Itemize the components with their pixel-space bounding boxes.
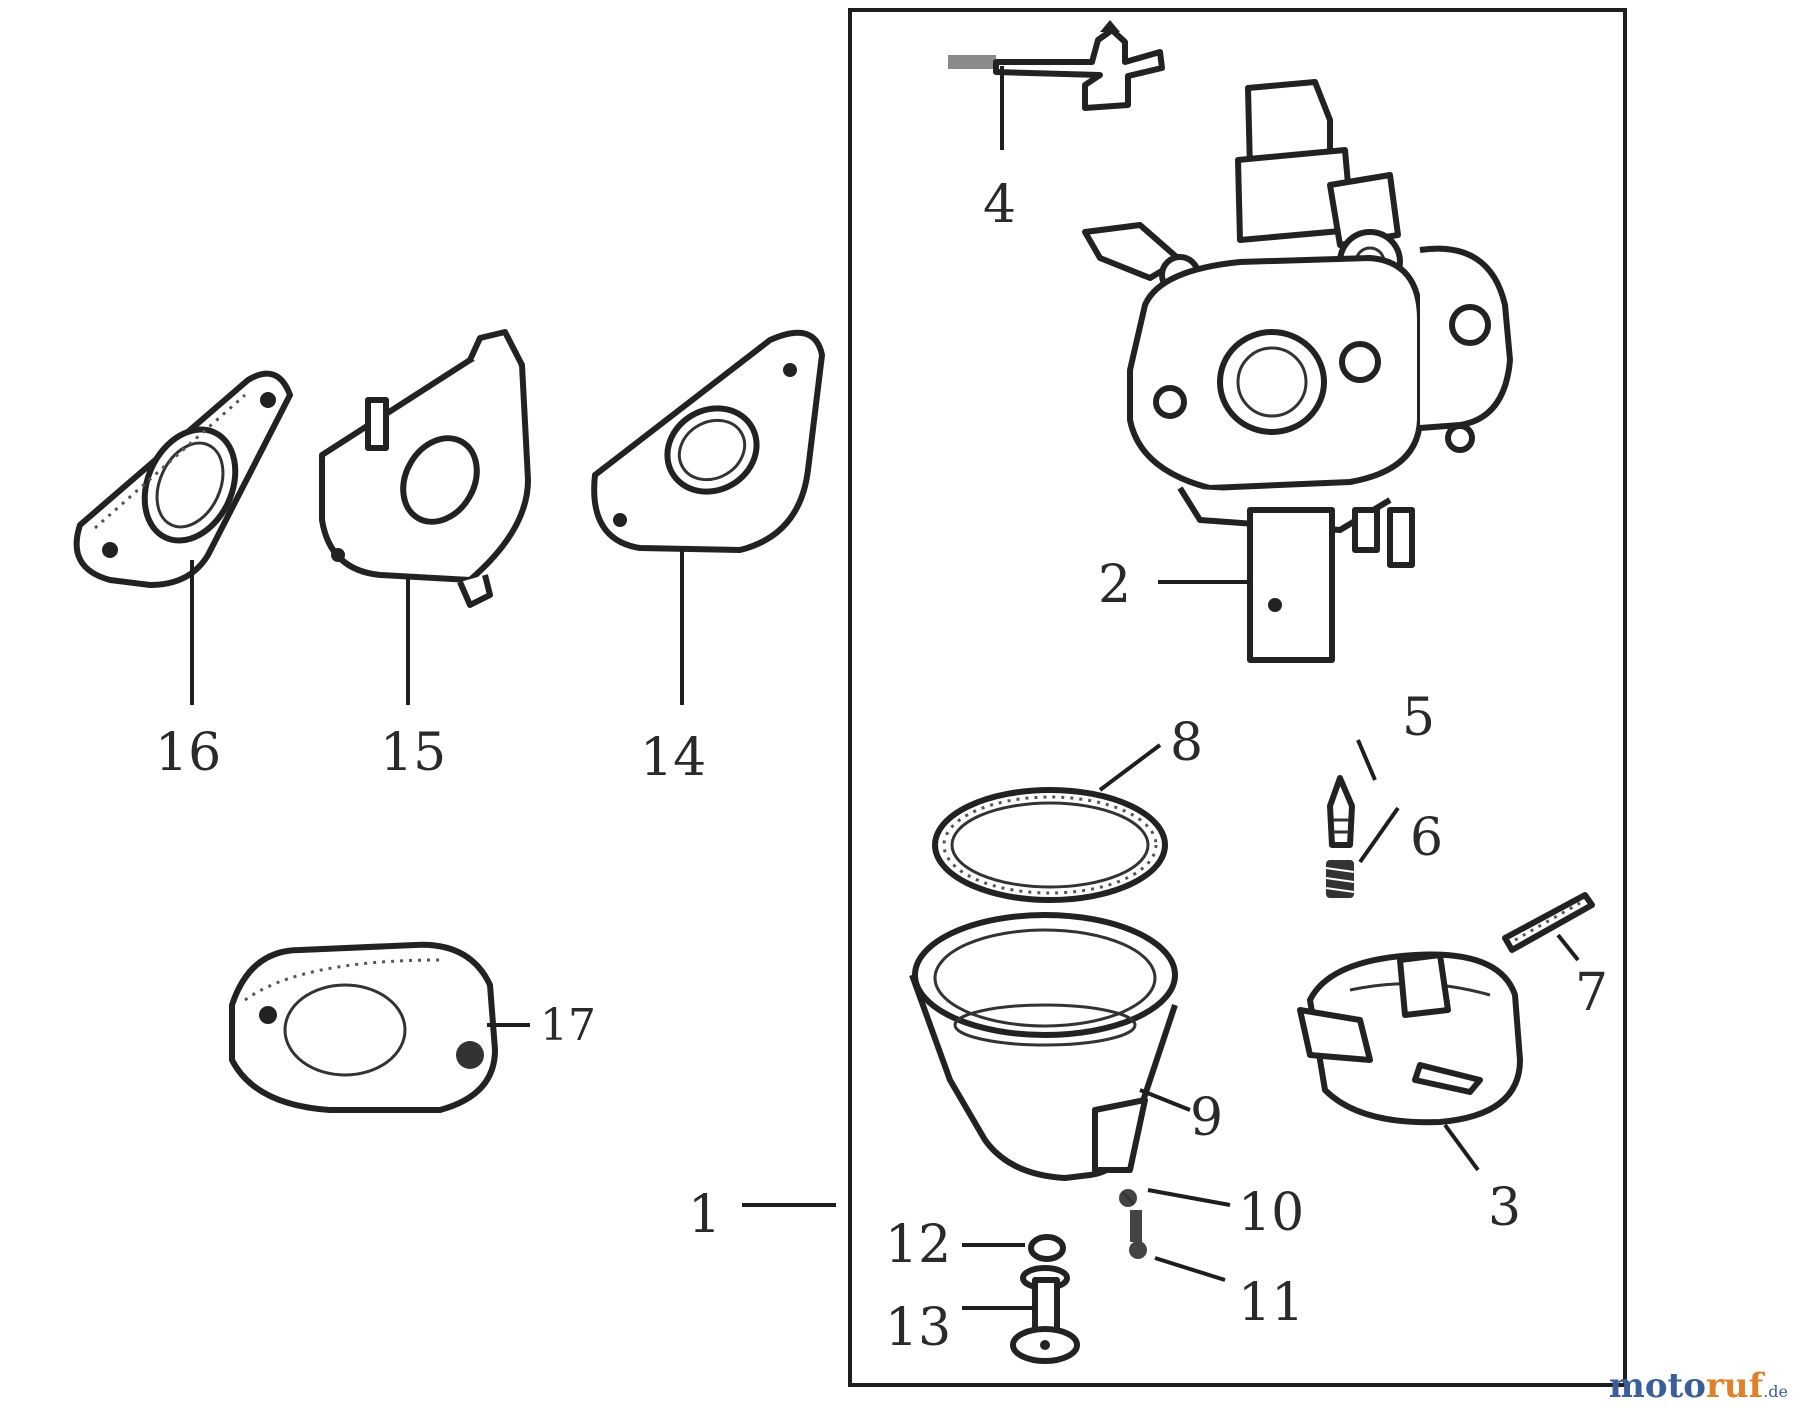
part-16-gasket (73, 370, 293, 588)
label-9: 9 (1190, 1088, 1223, 1148)
label-4: 4 (983, 175, 1016, 235)
watermark-tld: .de (1763, 1382, 1788, 1401)
part-12-washer (1028, 1234, 1066, 1262)
label-15: 15 (380, 723, 446, 783)
label-12: 12 (885, 1215, 951, 1275)
label-2: 2 (1098, 555, 1131, 615)
watermark-accent: ruf (1705, 1366, 1764, 1406)
part-5-needle-valve (1327, 775, 1355, 848)
part-17-gasket (229, 941, 498, 1113)
label-8: 8 (1170, 713, 1203, 773)
label-5: 5 (1402, 688, 1435, 748)
part-9-float-bowl (909, 912, 1178, 1181)
watermark-main: moto (1608, 1366, 1706, 1406)
label-7: 7 (1575, 963, 1608, 1023)
callout-labels: 1 2 3 4 5 6 7 8 9 10 11 12 13 14 15 16 1… (155, 175, 1608, 1358)
label-3: 3 (1488, 1178, 1521, 1238)
label-1: 1 (688, 1185, 721, 1245)
label-13: 13 (885, 1298, 951, 1358)
leader-lines (190, 66, 1580, 1310)
label-6: 6 (1410, 808, 1443, 868)
assembly-frame (848, 8, 1627, 1387)
part-4-choke-lever (948, 20, 1165, 111)
label-11: 11 (1238, 1273, 1304, 1333)
part-13-drain-bolt (1010, 1265, 1080, 1364)
label-16: 16 (155, 723, 221, 783)
part-11-pilot-jet (1129, 1210, 1147, 1259)
part-2-carburetor-body (1082, 79, 1513, 663)
part-6-spring (1325, 860, 1355, 898)
label-10: 10 (1238, 1183, 1304, 1243)
part-8-gasket-ring (932, 787, 1168, 903)
part-14-gasket (591, 329, 825, 553)
watermark-logo: motoruf.de (1609, 1366, 1788, 1406)
part-3-float (1297, 951, 1523, 1126)
label-14: 14 (640, 728, 706, 788)
part-10-screw (1119, 1189, 1137, 1207)
part-15-spacer (319, 329, 531, 608)
label-17: 17 (540, 1000, 596, 1051)
part-7-float-pin (1502, 892, 1595, 953)
